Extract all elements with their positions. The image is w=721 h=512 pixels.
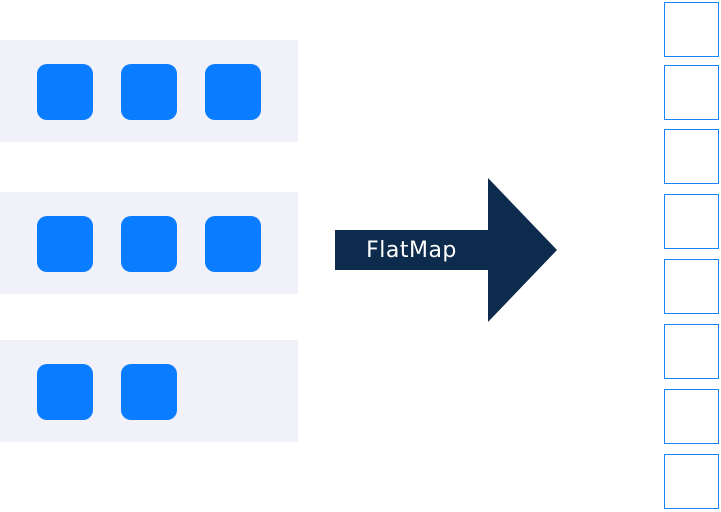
arrow-label: FlatMap [366,237,457,263]
group-1-item-3 [205,64,261,120]
group-3-item-2 [121,364,177,420]
input-group-1 [0,40,298,142]
output-cell [664,324,719,379]
output-cell [664,259,719,314]
group-2-item-1 [37,216,93,272]
group-1-item-1 [37,64,93,120]
output-cell [664,2,719,57]
input-group-3 [0,340,298,442]
flatmap-arrow: FlatMap [335,178,557,322]
input-group-2 [0,192,298,294]
group-2-item-3 [205,216,261,272]
group-1-item-2 [121,64,177,120]
group-3-item-1 [37,364,93,420]
output-list [664,0,721,512]
output-cell [664,194,719,249]
output-cell [664,454,719,509]
output-cell [664,65,719,120]
arrow-icon [335,178,557,322]
output-cell [664,129,719,184]
group-2-item-2 [121,216,177,272]
output-cell [664,389,719,444]
